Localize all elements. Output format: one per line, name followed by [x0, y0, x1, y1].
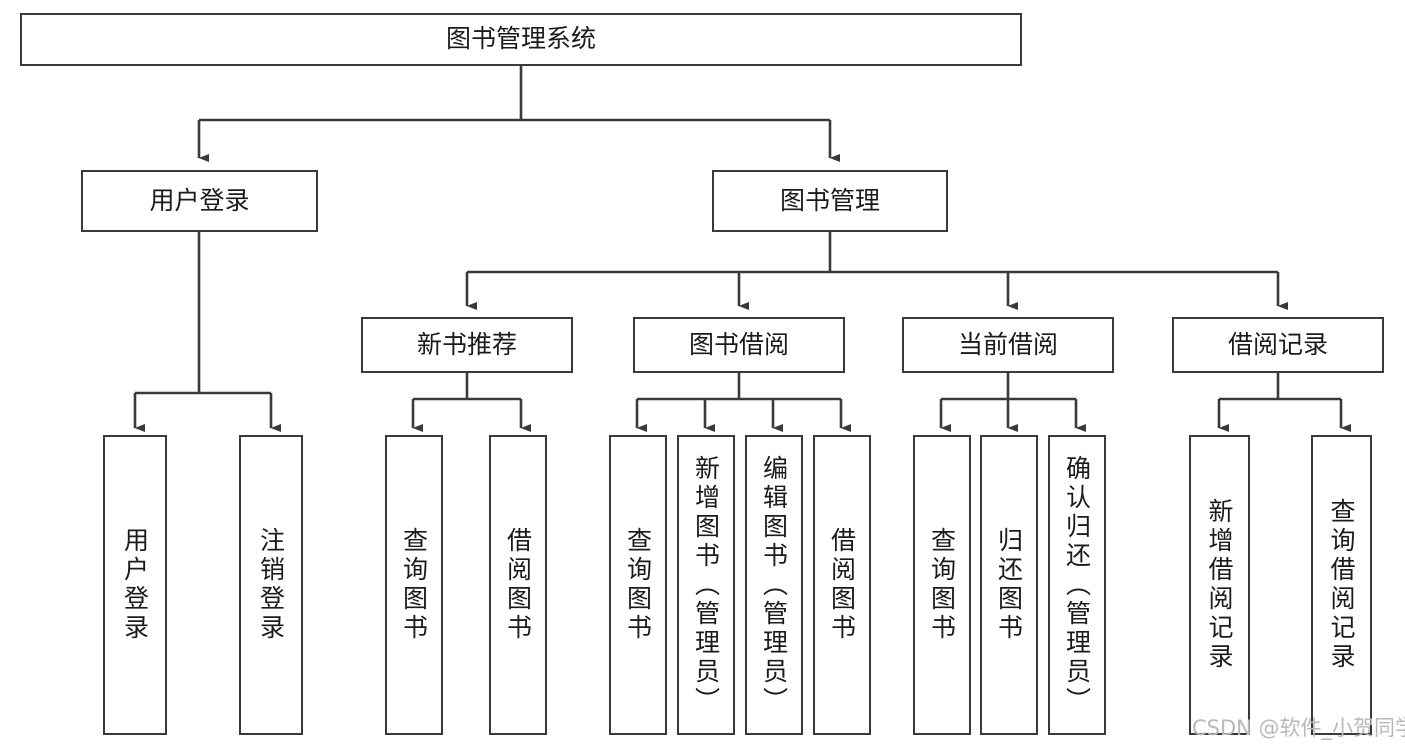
- node-borrow-record[interactable]: 借阅记录: [1172, 317, 1384, 373]
- node-leaf-query-book-2-label: 查询图书: [623, 527, 653, 643]
- node-leaf-return-book-label: 归还图书: [994, 527, 1024, 643]
- node-leaf-edit-book[interactable]: 编辑图书（管理员）: [745, 435, 803, 735]
- node-leaf-logout-login[interactable]: 注销登录: [239, 435, 303, 735]
- node-book-borrow-label: 图书借阅: [688, 329, 789, 359]
- node-leaf-query-book-3[interactable]: 查询图书: [913, 435, 971, 735]
- node-leaf-query-book-2[interactable]: 查询图书: [609, 435, 667, 735]
- node-leaf-user-login-label: 用户登录: [120, 527, 150, 643]
- node-leaf-add-record[interactable]: 新增借阅记录: [1189, 435, 1250, 735]
- node-leaf-query-record-label: 查询借阅记录: [1327, 498, 1356, 672]
- node-book-manage-label: 图书管理: [779, 185, 880, 215]
- node-current-borrow-label: 当前借阅: [957, 329, 1058, 359]
- node-user-login[interactable]: 用户登录: [81, 170, 318, 232]
- node-book-borrow[interactable]: 图书借阅: [633, 317, 845, 373]
- node-borrow-record-label: 借阅记录: [1227, 329, 1328, 359]
- node-new-book-recommend[interactable]: 新书推荐: [361, 317, 573, 373]
- node-leaf-confirm-return[interactable]: 确认归还（管理员）: [1048, 435, 1106, 735]
- node-user-login-label: 用户登录: [149, 185, 250, 215]
- node-leaf-query-record[interactable]: 查询借阅记录: [1311, 435, 1372, 735]
- node-current-borrow[interactable]: 当前借阅: [902, 317, 1114, 373]
- node-leaf-confirm-return-label: 确认归还（管理员）: [1062, 454, 1092, 716]
- node-leaf-logout-login-label: 注销登录: [256, 527, 286, 643]
- node-root-label: 图书管理系统: [445, 24, 596, 54]
- node-leaf-return-book[interactable]: 归还图书: [980, 435, 1038, 735]
- node-book-manage[interactable]: 图书管理: [712, 170, 948, 232]
- node-leaf-query-book-3-label: 查询图书: [927, 527, 957, 643]
- node-root[interactable]: 图书管理系统: [20, 13, 1022, 66]
- node-leaf-add-book[interactable]: 新增图书（管理员）: [677, 435, 735, 735]
- node-leaf-query-book-1[interactable]: 查询图书: [385, 435, 443, 735]
- node-new-book-recommend-label: 新书推荐: [416, 329, 517, 359]
- node-leaf-borrow-book-1-label: 借阅图书: [503, 527, 533, 643]
- node-leaf-user-login[interactable]: 用户登录: [103, 435, 167, 735]
- node-leaf-borrow-book-2-label: 借阅图书: [827, 527, 857, 643]
- node-leaf-borrow-book-2[interactable]: 借阅图书: [813, 435, 871, 735]
- node-leaf-borrow-book-1[interactable]: 借阅图书: [489, 435, 547, 735]
- node-leaf-add-book-label: 新增图书（管理员）: [691, 454, 721, 716]
- node-leaf-edit-book-label: 编辑图书（管理员）: [759, 454, 789, 716]
- node-leaf-query-book-1-label: 查询图书: [399, 527, 429, 643]
- node-leaf-add-record-label: 新增借阅记录: [1205, 498, 1234, 672]
